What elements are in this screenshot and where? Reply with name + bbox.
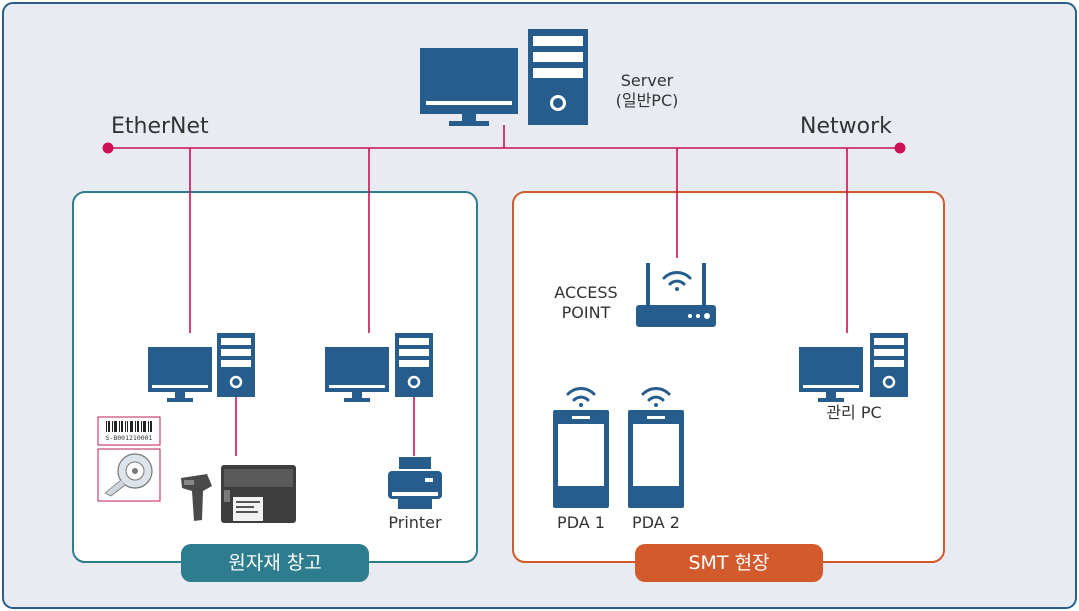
- component-reel-icon: [97, 448, 161, 502]
- label-printer-icon: [221, 465, 296, 523]
- warehouse-title-badge: 원자재 창고: [181, 544, 369, 582]
- server-label-line2: (일반PC): [615, 91, 679, 110]
- barcode-scanner-icon: [181, 474, 212, 521]
- printer-icon: [388, 457, 442, 509]
- access-point-label-line1: ACCESS: [554, 283, 618, 302]
- access-point-label: ACCESS POINT: [544, 283, 628, 323]
- admin-pc-tower-icon: [868, 331, 910, 399]
- access-point-icon: [636, 263, 716, 327]
- server-monitor-icon: [420, 48, 518, 126]
- network-endpoint-left: [102, 142, 114, 154]
- server-label-line1: Server: [620, 71, 674, 90]
- pda2-icon: [628, 410, 684, 508]
- barcode-text: S-B001210001: [105, 434, 153, 442]
- pda2-label: PDA 2: [632, 513, 680, 532]
- pda1-icon: [553, 410, 609, 508]
- network-endpoint-right: [894, 142, 906, 154]
- ethernet-label: EtherNet: [111, 114, 209, 139]
- server-label: Server (일반PC): [604, 71, 690, 111]
- printer-label: Printer: [388, 513, 442, 532]
- warehouse-pc2-tower-icon: [393, 331, 435, 399]
- network-label: Network: [800, 114, 892, 139]
- admin-pc-label: 관리 PC: [826, 403, 882, 422]
- server-tower-icon: [528, 29, 588, 125]
- barcode-label-icon: [97, 416, 161, 446]
- access-point-label-line2: POINT: [561, 303, 611, 322]
- smt-title-badge: SMT 현장: [635, 544, 823, 582]
- network-lines: [108, 125, 900, 456]
- pda1-label: PDA 1: [557, 513, 605, 532]
- warehouse-pc1-tower-icon: [215, 331, 257, 399]
